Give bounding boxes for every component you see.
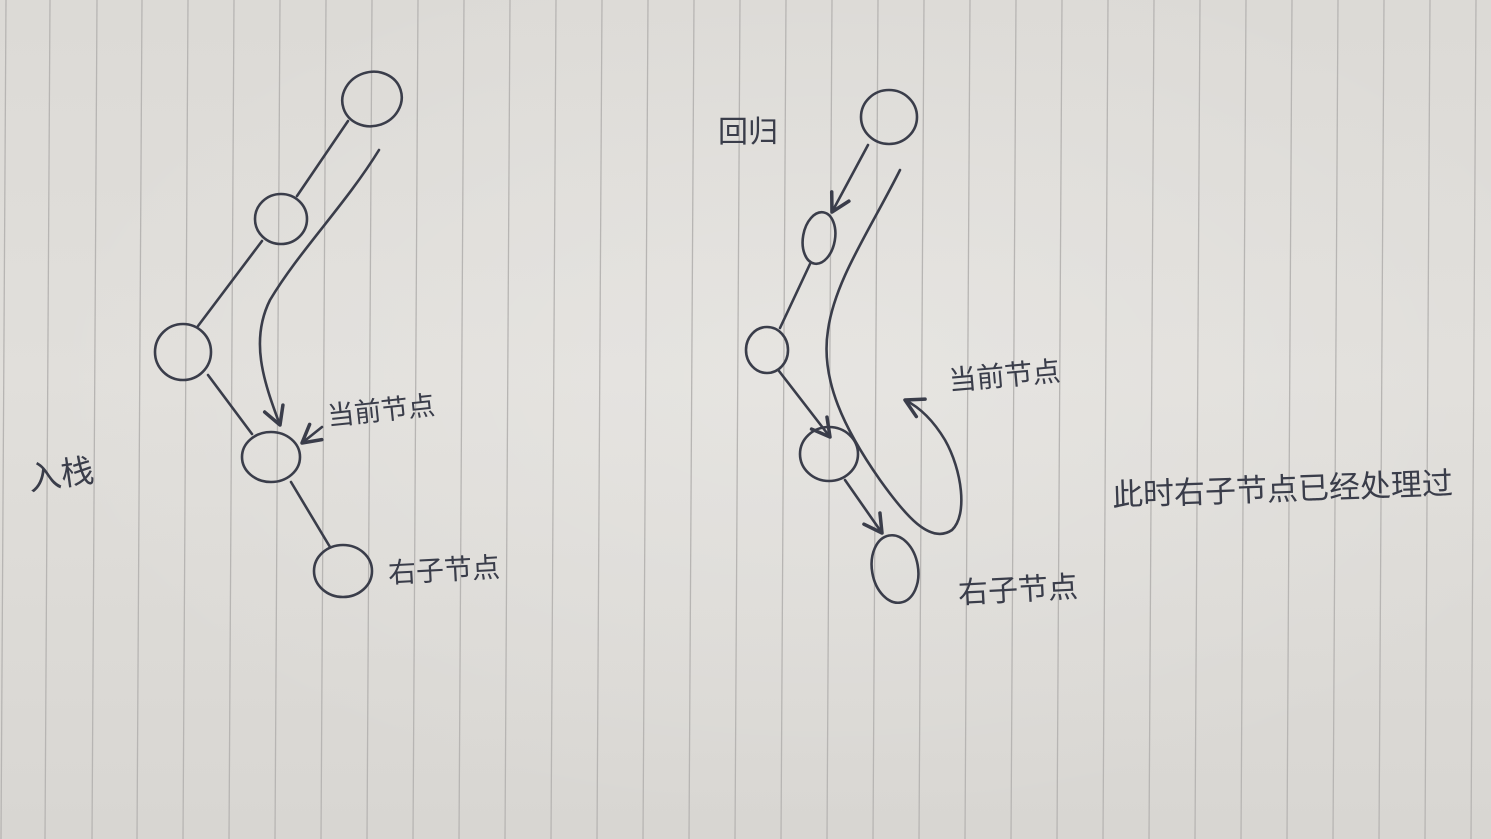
left-node-3 [153,322,213,382]
right-edge-root-2 [829,143,870,214]
left-node-current [240,430,302,484]
right-node-root [859,88,919,146]
left-traversal-arrow [258,148,381,427]
right-traversal-loop-arrow [825,168,963,536]
right-edge-current-child [843,478,884,535]
left-edge-3-current [206,373,254,436]
left-node-right-child [312,543,374,599]
right-edge-3-current [777,369,832,439]
left-node-2 [253,192,309,246]
left-edge-root-2 [295,119,350,198]
right-top-label: 回归 [718,115,778,150]
right-node-right-child [870,533,920,605]
right-current-node-label: 当前节点 [947,355,1061,398]
left-current-pointer-arrow [300,422,324,445]
left-edge-2-3 [196,239,264,328]
left-node-root [340,70,404,128]
right-node-2 [801,210,837,266]
left-side-label: 入栈 [26,450,97,498]
right-right-child-label: 右子节点 [957,570,1079,611]
right-edge-2-3 [778,262,812,330]
left-tree: 入栈 当前节点 右子节点 [26,70,501,599]
left-edge-current-child [289,480,332,549]
left-right-child-label: 右子节点 [387,551,501,590]
right-node-3 [744,325,790,375]
right-note-label: 此时右子节点已经处理过 [1111,466,1453,514]
left-current-node-label: 当前节点 [326,390,437,432]
